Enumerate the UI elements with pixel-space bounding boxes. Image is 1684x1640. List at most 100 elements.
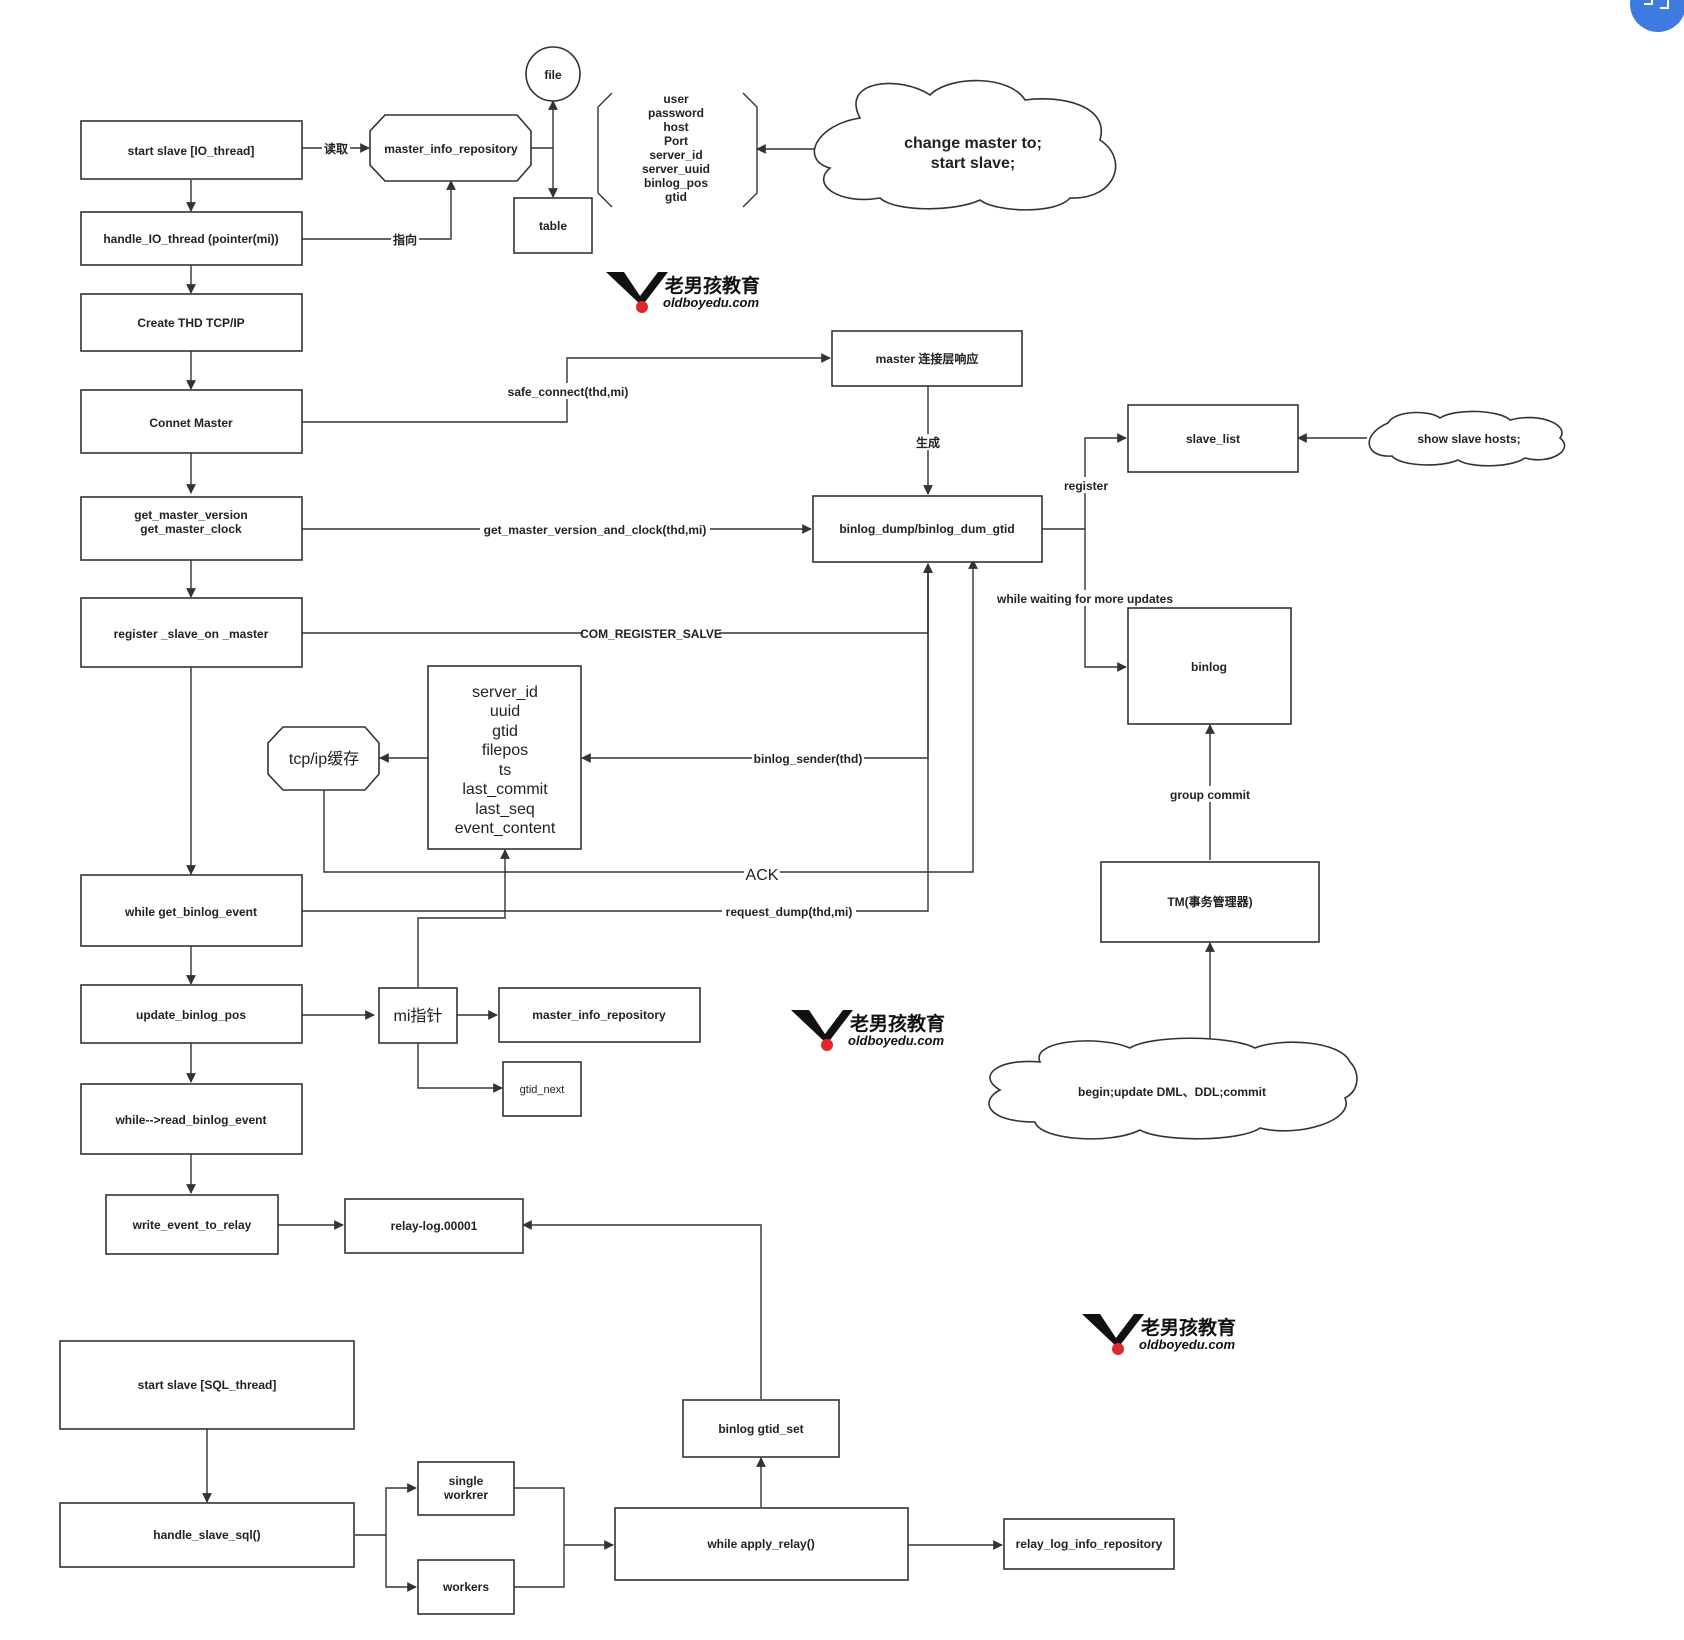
watermark-logo-2: 老男孩教育 oldboyedu.com xyxy=(791,1010,945,1051)
param-host: host xyxy=(663,120,688,134)
param-user: user xyxy=(663,92,689,106)
param-binlog-pos: binlog_pos xyxy=(644,176,708,190)
edge-label-register: register xyxy=(1064,479,1108,493)
field-server-id: server_id xyxy=(472,684,538,701)
node-while-read-binlog[interactable]: while-->read_binlog_event xyxy=(80,1083,303,1155)
svg-text:master_info_repository: master_info_repository xyxy=(384,142,518,156)
param-server-id: server_id xyxy=(649,148,702,162)
node-slave-list[interactable]: slave_list xyxy=(1127,404,1299,473)
node-master-info-repo-mid[interactable]: master_info_repository xyxy=(498,987,701,1043)
node-tcpip-cache[interactable]: tcp/ip缓存 xyxy=(267,726,380,791)
svg-text:Create THD TCP/IP: Create THD TCP/IP xyxy=(137,316,244,330)
edge-label-point-to: 指向 xyxy=(393,232,417,247)
cloud-show-slave-hosts[interactable]: show slave hosts; xyxy=(1368,410,1566,467)
node-master-info-repo-top[interactable]: master_info_repository xyxy=(369,114,532,182)
svg-text:oldboyedu.com: oldboyedu.com xyxy=(663,295,760,310)
svg-text:TM(事务管理器): TM(事务管理器) xyxy=(1167,894,1252,909)
node-workers[interactable]: workers xyxy=(417,1559,515,1615)
node-master-conn[interactable]: master 连接层响应 xyxy=(831,330,1023,387)
param-password: password xyxy=(648,106,704,120)
connectors xyxy=(186,100,1367,1592)
svg-text:oldboyedu.com: oldboyedu.com xyxy=(1139,1337,1236,1352)
svg-text:relay_log_info_repository: relay_log_info_repository xyxy=(1016,1537,1163,1551)
corner-badge-icon[interactable] xyxy=(1630,0,1684,32)
svg-text:mi指针: mi指针 xyxy=(394,1007,443,1025)
svg-text:relay-log.00001: relay-log.00001 xyxy=(391,1219,478,1233)
svg-text:while get_binlog_event: while get_binlog_event xyxy=(124,905,257,919)
node-start-slave-io[interactable]: start slave [IO_thread] xyxy=(80,120,303,180)
field-last-commit: last_commit xyxy=(462,781,548,798)
svg-text:Connet Master: Connet Master xyxy=(149,416,233,430)
svg-text:start slave;: start slave; xyxy=(931,155,1016,172)
node-get-master-version[interactable]: get_master_version get_master_clock xyxy=(80,496,303,561)
node-tm[interactable]: TM(事务管理器) xyxy=(1100,861,1320,943)
field-uuid: uuid xyxy=(490,703,520,720)
svg-text:table: table xyxy=(539,219,567,233)
field-last-seq: last_seq xyxy=(475,801,535,818)
param-server-uuid: server_uuid xyxy=(642,162,710,176)
node-handle-slave-sql[interactable]: handle_slave_sql() xyxy=(59,1502,355,1568)
node-single-worker[interactable]: single workrer xyxy=(417,1461,515,1516)
svg-text:workrer: workrer xyxy=(443,1488,488,1502)
node-register-slave[interactable]: register _slave_on _master xyxy=(80,597,303,668)
node-start-slave-sql[interactable]: start slave [SQL_thread] xyxy=(59,1340,355,1430)
svg-text:get_master_version: get_master_version xyxy=(134,508,247,522)
svg-text:handle_slave_sql(): handle_slave_sql() xyxy=(153,1528,260,1542)
edge-label-read: 读取 xyxy=(324,141,348,156)
param-gtid: gtid xyxy=(665,190,687,204)
edge-label-binlog-sender: binlog_sender(thd) xyxy=(754,752,863,766)
node-while-get-binlog[interactable]: while get_binlog_event xyxy=(80,874,303,947)
svg-text:binlog gtid_set: binlog gtid_set xyxy=(718,1422,803,1436)
node-gtid-next[interactable]: gtid_next xyxy=(502,1061,582,1117)
edge-label-safe-connect: safe_connect(thd,mi) xyxy=(508,385,629,399)
node-connect-master[interactable]: Connet Master xyxy=(80,389,303,454)
cloud-change-master[interactable]: change master to; start slave; xyxy=(813,79,1117,211)
cloud-dml[interactable]: begin;update DML、DDL;commit xyxy=(988,1037,1358,1140)
field-ts: ts xyxy=(499,762,511,779)
edge-label-while-waiting: while waiting for more updates xyxy=(996,592,1173,606)
svg-text:write_event_to_relay: write_event_to_relay xyxy=(132,1218,252,1232)
svg-text:slave_list: slave_list xyxy=(1186,432,1240,446)
svg-text:gtid_next: gtid_next xyxy=(520,1084,565,1096)
node-binlog[interactable]: binlog xyxy=(1127,607,1292,725)
node-write-event-to-relay[interactable]: write_event_to_relay xyxy=(105,1194,279,1255)
svg-text:老男孩教育: 老男孩教育 xyxy=(665,274,760,297)
edge-label-generate: 生成 xyxy=(916,435,940,450)
field-gtid: gtid xyxy=(492,723,518,740)
node-handle-io-thread[interactable]: handle_IO_thread (pointer(mi)) xyxy=(80,211,303,266)
svg-text:change master to;: change master to; xyxy=(904,135,1042,152)
svg-text:start slave [SQL_thread]: start slave [SQL_thread] xyxy=(138,1378,277,1392)
svg-text:workers: workers xyxy=(442,1580,489,1594)
edge-label-request-dump: request_dump(thd,mi) xyxy=(726,905,853,919)
node-table[interactable]: table xyxy=(513,197,593,254)
node-update-binlog-pos[interactable]: update_binlog_pos xyxy=(80,984,303,1044)
svg-text:single: single xyxy=(449,1474,484,1488)
field-event-content: event_content xyxy=(455,820,556,837)
param-bracket: user password host Port server_id server… xyxy=(597,92,758,208)
svg-text:master 连接层响应: master 连接层响应 xyxy=(876,351,979,366)
node-relay-log[interactable]: relay-log.00001 xyxy=(344,1198,524,1254)
svg-text:file: file xyxy=(544,68,562,82)
node-mi-pointer[interactable]: mi指针 xyxy=(378,987,458,1044)
svg-text:oldboyedu.com: oldboyedu.com xyxy=(848,1033,945,1048)
svg-text:老男孩教育: 老男孩教育 xyxy=(1141,1316,1236,1339)
svg-text:handle_IO_thread (pointer(mi: handle_IO_thread (pointer(mi)) xyxy=(103,232,278,246)
svg-text:begin;update DML、DDL;commit: begin;update DML、DDL;commit xyxy=(1078,1085,1266,1099)
node-event-fields[interactable]: server_id uuid gtid filepos ts last_comm… xyxy=(427,665,582,850)
node-binlog-gtid-set[interactable]: binlog gtid_set xyxy=(682,1399,840,1458)
svg-text:start slave [IO_thread]: start slave [IO_thread] xyxy=(128,144,255,158)
node-binlog-dump[interactable]: binlog_dump/binlog_dum_gtid xyxy=(812,495,1043,563)
svg-text:tcp/ip缓存: tcp/ip缓存 xyxy=(289,750,359,768)
svg-text:老男孩教育: 老男孩教育 xyxy=(850,1012,945,1035)
node-relay-log-info-repo[interactable]: relay_log_info_repository xyxy=(1003,1518,1175,1570)
edge-label-group-commit: group commit xyxy=(1170,788,1250,802)
node-create-thd[interactable]: Create THD TCP/IP xyxy=(80,293,303,352)
svg-text:while apply_relay(): while apply_relay() xyxy=(706,1537,814,1551)
watermark-logo-3: 老男孩教育 oldboyedu.com xyxy=(1082,1314,1236,1355)
svg-text:register _slave_on _master: register _slave_on _master xyxy=(114,627,269,641)
svg-text:master_info_repository: master_info_repository xyxy=(532,1008,666,1022)
watermark-logo-1: 老男孩教育 oldboyedu.com xyxy=(606,272,760,313)
node-while-apply-relay[interactable]: while apply_relay() xyxy=(614,1507,909,1581)
node-file[interactable]: file xyxy=(525,46,581,102)
field-filepos: filepos xyxy=(482,742,528,759)
